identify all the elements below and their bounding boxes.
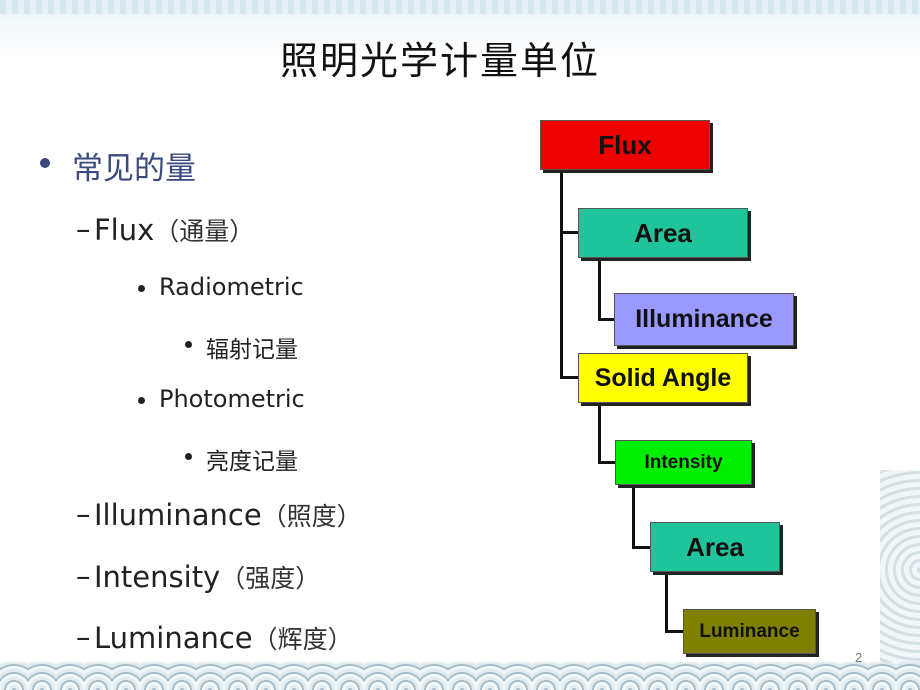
luminance-label: Luminance [94, 621, 253, 655]
connector-line [560, 231, 578, 234]
connector-line [632, 546, 650, 549]
bullet-dot [185, 453, 192, 460]
area-node: Area [578, 208, 748, 258]
flux-node: Flux [540, 120, 710, 170]
dash-marker: – [76, 620, 91, 654]
bullet-dot [138, 285, 145, 292]
bullet-dot [138, 397, 145, 404]
slide-title: 照明光学计量单位 [279, 39, 600, 83]
illuminance-label: Illuminance [94, 498, 262, 532]
intensity-node: Intensity [615, 440, 752, 485]
connector-line [598, 403, 601, 463]
luminance-item: Luminance（辉度） [94, 620, 353, 656]
area-node: Area [650, 522, 780, 572]
flux-item: Flux（通量） [94, 212, 254, 248]
outline-heading: 常见的量 [72, 151, 196, 187]
bullet-dot [40, 158, 50, 168]
flux-label: Flux [94, 213, 155, 247]
connector-line [560, 376, 578, 379]
dash-marker: – [76, 212, 91, 246]
luminance-paren: （辉度） [252, 625, 353, 654]
luminance-node: Luminance [683, 609, 816, 654]
illuminance-item: Illuminance（照度） [94, 497, 362, 533]
flux-paren: （通量） [154, 217, 255, 246]
illuminance-node: Illuminance [614, 293, 794, 346]
radiometric-item: Radiometric [159, 273, 304, 301]
radiometric-sub-item: 辐射记量 [206, 337, 298, 363]
intensity-paren: （强度） [220, 564, 321, 593]
connector-line [598, 461, 615, 464]
dash-marker: – [76, 559, 91, 593]
page-number: 2 [855, 650, 863, 665]
top-decor-band [0, 0, 920, 14]
bottom-wave-decoration [0, 662, 920, 690]
connector-line [632, 486, 635, 548]
connector-line [665, 630, 683, 633]
intensity-label: Intensity [94, 560, 221, 594]
solid-angle-node: Solid Angle [578, 353, 748, 403]
connector-line [598, 318, 614, 321]
dash-marker: – [76, 497, 91, 531]
bullet-dot [185, 341, 192, 348]
intensity-item: Intensity（强度） [94, 559, 320, 595]
side-decoration [880, 470, 920, 670]
photometric-sub-item: 亮度记量 [206, 449, 298, 475]
connector-line [560, 170, 563, 378]
connector-line [665, 572, 668, 632]
illuminance-paren: （照度） [261, 502, 362, 531]
connector-line [598, 258, 601, 320]
photometric-item: Photometric [159, 385, 305, 413]
